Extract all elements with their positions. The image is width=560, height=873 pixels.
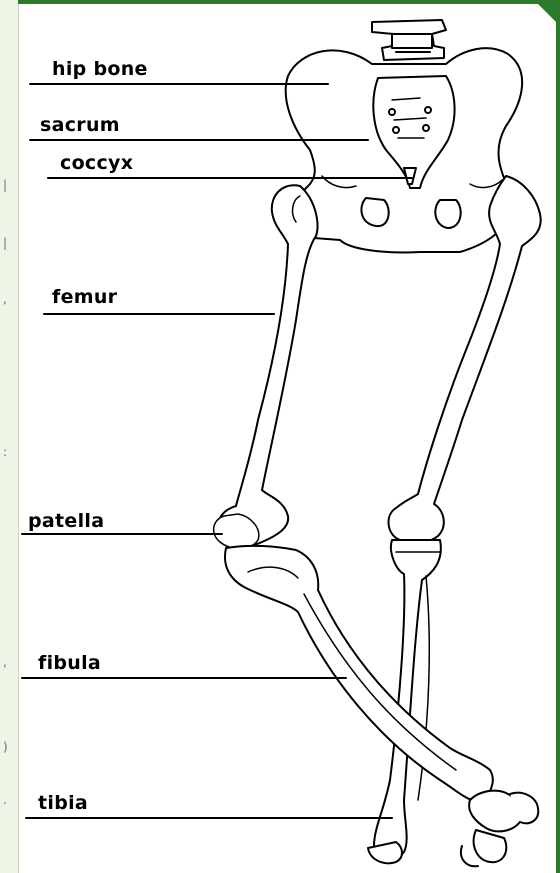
fibula-label: fibula [38, 652, 101, 674]
tibia-label: tibia [38, 792, 88, 814]
patella-label: patella [28, 510, 104, 532]
left-lower-leg [225, 546, 493, 801]
coccyx-label: coccyx [60, 152, 133, 174]
femur-label: femur [52, 286, 117, 308]
left-femur [218, 185, 317, 545]
sacrum-label: sacrum [40, 114, 120, 136]
hip-bone-label: hip bone [52, 58, 148, 80]
pelvis [286, 48, 522, 252]
lumbar-vertebra [372, 20, 446, 60]
